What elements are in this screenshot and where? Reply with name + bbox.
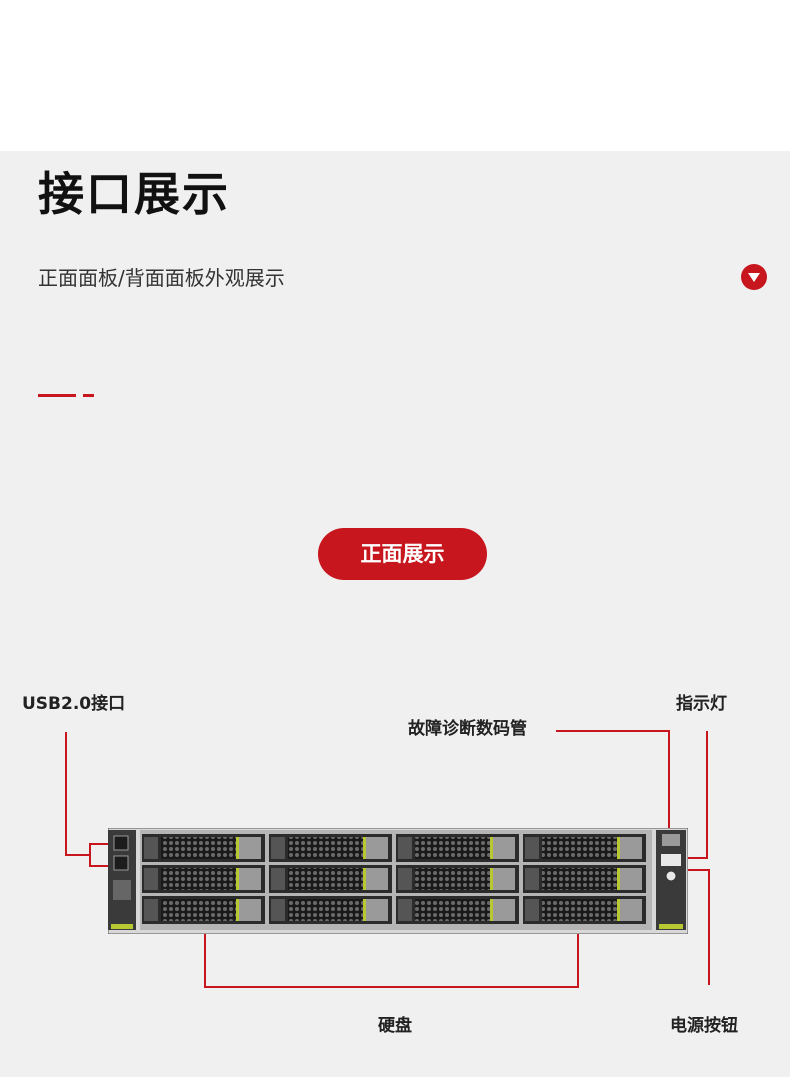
drive-bay bbox=[142, 865, 265, 893]
chevron-down-icon[interactable] bbox=[741, 264, 767, 290]
server-front-panel bbox=[108, 828, 688, 934]
drive-bays bbox=[142, 834, 646, 924]
drive-bay bbox=[269, 896, 392, 924]
diagnostic-display-label: 故障诊断数码管 bbox=[408, 719, 527, 739]
drive-bay bbox=[396, 834, 519, 862]
front-view-button[interactable]: 正面展示 bbox=[318, 528, 487, 580]
drive-bay bbox=[269, 865, 392, 893]
right-ear bbox=[656, 830, 686, 930]
drive-bay bbox=[523, 865, 646, 893]
indicator-light-label: 指示灯 bbox=[676, 694, 727, 714]
hard-disk-label: 硬盘 bbox=[378, 1016, 412, 1036]
drive-bay bbox=[396, 865, 519, 893]
indicator-light bbox=[661, 854, 681, 866]
usb-port-label: USB2.0接口 bbox=[22, 694, 126, 714]
power-button[interactable] bbox=[665, 870, 677, 882]
usb-port bbox=[113, 835, 129, 851]
decorative-dash bbox=[38, 394, 76, 397]
drive-bay bbox=[523, 896, 646, 924]
page-title: 接口展示 bbox=[38, 167, 230, 221]
decorative-dash-short bbox=[83, 394, 94, 397]
page-subtitle: 正面面板/背面面板外观展示 bbox=[38, 266, 285, 290]
diagnostic-display bbox=[662, 834, 680, 846]
power-button-label: 电源按钮 bbox=[670, 1016, 738, 1036]
drive-bay bbox=[396, 896, 519, 924]
drive-bay bbox=[142, 834, 265, 862]
drive-bay bbox=[269, 834, 392, 862]
left-ear bbox=[108, 830, 136, 930]
drive-bay bbox=[523, 834, 646, 862]
usb-port bbox=[113, 855, 129, 871]
drive-bay bbox=[142, 896, 265, 924]
